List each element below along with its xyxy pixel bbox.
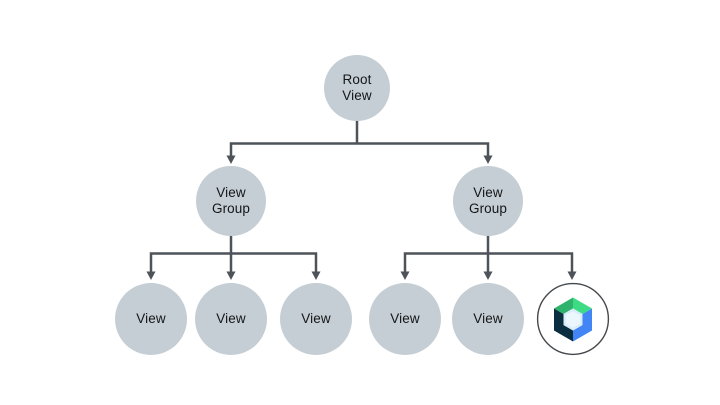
- node-label: Group: [211, 201, 251, 216]
- node-label: View: [216, 310, 246, 326]
- arrow-down-icon: [400, 271, 410, 280]
- connector-strokes: [149, 120, 574, 272]
- node-root-view: Root View: [324, 55, 390, 121]
- connector-path: [403, 235, 574, 272]
- node-label: View: [473, 184, 503, 200]
- arrow-down-icon: [483, 155, 493, 164]
- node-view-group-right: View Group: [453, 166, 523, 236]
- arrow-down-icon: [146, 271, 156, 280]
- logo-inner-hexagon-core: [565, 311, 581, 328]
- node-label: View: [136, 310, 166, 326]
- node-label: View: [216, 184, 246, 200]
- node-view-right-2: View: [452, 283, 524, 355]
- arrow-down-icon: [311, 271, 321, 280]
- node-label: Group: [468, 201, 508, 216]
- node-label: Root: [342, 71, 372, 87]
- connector-path: [149, 235, 318, 272]
- arrow-down-icon: [226, 155, 236, 164]
- connector-path: [229, 120, 490, 156]
- node-view-left-2: View: [195, 283, 267, 355]
- node-view-group-left: View Group: [196, 166, 266, 236]
- node-label: View: [301, 310, 331, 326]
- node-label: View: [473, 310, 503, 326]
- node-view-right-1: View: [369, 283, 441, 355]
- logo-face-green-dark: [554, 297, 573, 314]
- node-compose: [536, 282, 610, 356]
- arrowheads: [146, 155, 577, 280]
- node-label: View: [390, 310, 420, 326]
- arrow-down-icon: [226, 271, 236, 280]
- jetpack-compose-logo-icon: [536, 282, 610, 356]
- node-label: View: [342, 88, 372, 103]
- node-view-left-1: View: [115, 283, 187, 355]
- node-view-left-3: View: [280, 283, 352, 355]
- logo-face-green-light: [573, 297, 592, 314]
- arrow-down-icon: [483, 271, 493, 280]
- arrow-down-icon: [567, 271, 577, 280]
